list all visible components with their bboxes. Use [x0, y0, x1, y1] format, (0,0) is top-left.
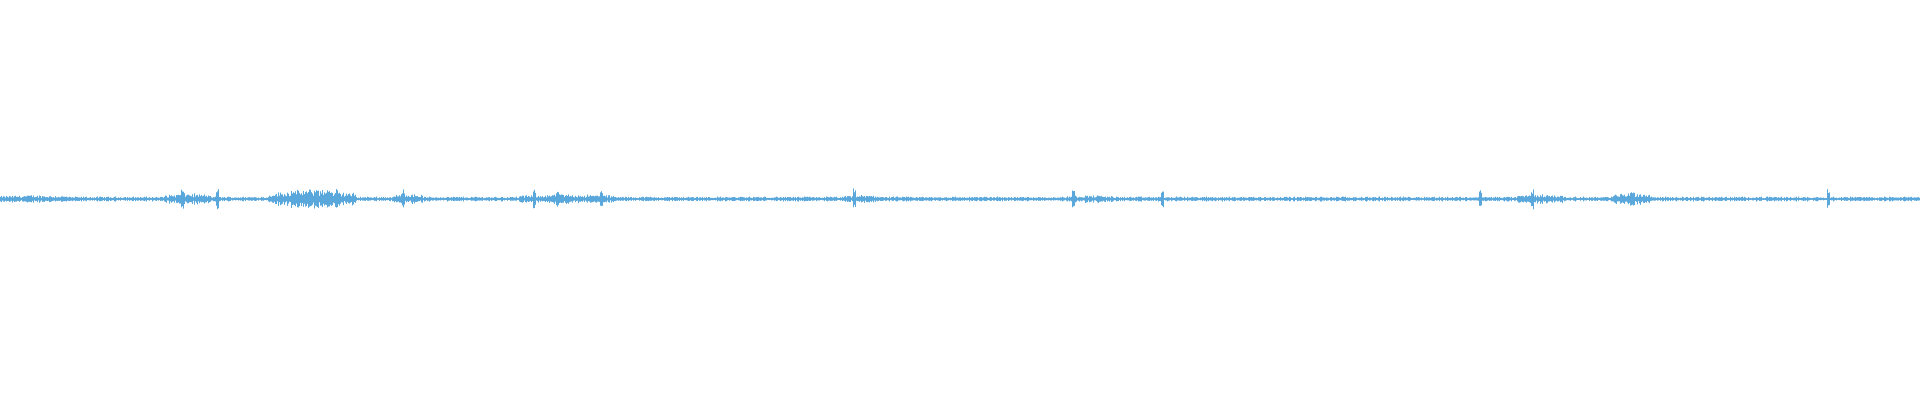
- audio-waveform: [0, 188, 1920, 210]
